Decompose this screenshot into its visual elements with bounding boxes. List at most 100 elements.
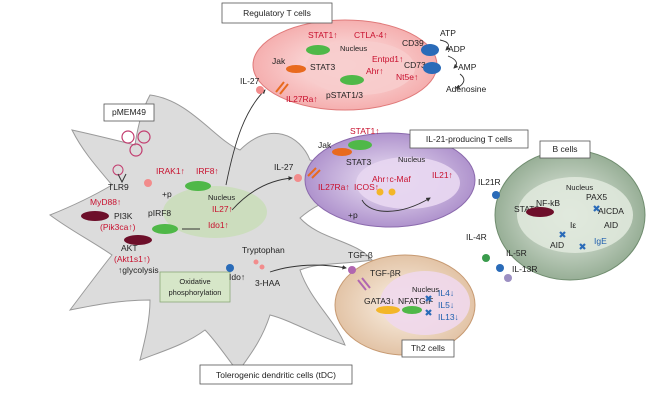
akt1s1-label: (Akt1s1↑) — [114, 254, 150, 264]
aicda-label: AICDA — [598, 206, 624, 216]
cmaf-dot — [388, 188, 396, 196]
atp-adp-arrow — [439, 39, 451, 51]
treg-ahr-label: Ahr↑ — [366, 66, 383, 76]
tfh-ahr-cmaf-label: Ahr↑c-Maf — [372, 174, 411, 184]
tgfbr-label: TGF-βR — [370, 268, 401, 278]
il21-ligand-dot — [492, 191, 500, 199]
ie-label: Iε — [570, 220, 576, 230]
inhibit-icon — [593, 205, 600, 212]
tdc-label: Tolerogenic dendritic cells (tDC) — [216, 370, 336, 380]
nfat-shape — [402, 306, 422, 314]
ido-label: Ido↑ — [229, 272, 245, 282]
il27-arrow-treg — [225, 89, 266, 186]
tfh-nucleus — [356, 157, 460, 209]
gata3-label: GATA3↓ — [364, 296, 395, 306]
irf8-label: IRF8↑ — [196, 166, 219, 176]
il4-ligand-dot — [482, 254, 490, 262]
pax5-label: PAX5 — [586, 192, 607, 202]
b-cells-label: B cells — [552, 144, 577, 154]
pik3ca-label: (Pik3ca↑) — [100, 222, 136, 232]
il5-ligand-dot — [496, 264, 504, 272]
ige-label: IgE — [594, 236, 607, 246]
il4r-label: IL-4R — [466, 232, 487, 242]
treg-nucleus — [305, 41, 415, 95]
gata3-shape — [376, 306, 400, 314]
il27-label-mid: IL-27 — [274, 162, 294, 172]
th2-nucleus — [380, 271, 470, 335]
ido-dot — [226, 264, 234, 272]
tfh-stat1-shape — [348, 140, 372, 150]
tgfb-dot — [348, 266, 356, 274]
adp-amp-arrow — [447, 55, 459, 69]
il27-arrow-tfh — [231, 176, 293, 211]
irf8-shape — [185, 181, 211, 191]
inhibit-icon — [559, 231, 566, 238]
tfh-plus-p-label: +p — [348, 210, 358, 220]
b-cells-box — [539, 140, 591, 159]
tfh-icos-label: ICOS↑ — [354, 182, 379, 192]
pi3k-label: PI3K — [114, 211, 133, 221]
treg-jak-shape — [286, 65, 306, 73]
treg-pstat-shape — [340, 75, 364, 85]
cd39-shape — [421, 44, 439, 56]
regulatory-t-label: Regulatory T cells — [243, 8, 311, 18]
oxphos-label-1: Oxidative — [179, 277, 210, 286]
oxphos-label-2: phosphorylation — [169, 288, 222, 297]
akt-shape — [124, 235, 152, 245]
plasmid-icon — [121, 130, 135, 144]
il5r-label: IL-5R — [506, 248, 527, 258]
myd88-label: MyD88↑ — [90, 197, 121, 207]
cd73-label: CD73 — [404, 60, 426, 70]
treg-nt5e-label: Nt5e↑ — [396, 72, 418, 82]
treg-entpd1-label: Entpd1↑ — [372, 54, 403, 64]
il21-t-box — [409, 129, 529, 149]
treg-receptor-icon — [275, 81, 289, 95]
nfkb-label: NF-kB — [536, 198, 560, 208]
trp-dot — [259, 264, 265, 270]
tdc-box — [199, 364, 353, 385]
treg-nucleus-label: Nucleus — [340, 44, 367, 53]
th2-cells-label: Th2 cells — [411, 343, 445, 353]
inhibit-icon — [425, 295, 432, 302]
il5-gene-label: IL5↓ — [438, 300, 454, 310]
oxphos-box — [159, 271, 231, 303]
treg-pstat-label: pSTAT1/3 — [326, 90, 363, 100]
tfh-il21-label: IL21↑ — [432, 170, 453, 180]
tfh-signal-arrow — [361, 197, 431, 212]
il13-gene-label: IL13↓ — [438, 312, 459, 322]
glycolysis-label: ↑glycolysis — [118, 265, 159, 275]
nfkb-shape — [526, 207, 554, 217]
tfh-jak-shape — [332, 148, 352, 156]
aid1-label: AID — [604, 220, 618, 230]
tfh-il27ra-label: IL27Ra↑ — [318, 182, 350, 192]
tlr9-receptor-icon — [117, 173, 127, 184]
adenosine-label: Adenosine — [446, 84, 486, 94]
irak1-dot — [144, 179, 152, 187]
pirf8-shape — [152, 224, 178, 234]
tfh-nucleus-label: Nucleus — [398, 155, 425, 164]
irak1-label: IRAK1↑ — [156, 166, 185, 176]
tdc-nucleus — [163, 186, 267, 238]
atp-label: ATP — [440, 28, 456, 38]
tgfbr-icon — [357, 277, 371, 291]
stat6-label: STAT6 — [514, 204, 539, 214]
il27-label-top: IL-27 — [240, 76, 260, 86]
tfh-receptor-icon — [307, 167, 321, 179]
dc-nucleus-label: Nucleus — [208, 193, 235, 202]
plasmid-icon — [129, 143, 143, 157]
tlr9-label: TLR9 — [108, 182, 129, 192]
regulatory-t-box — [221, 2, 333, 24]
tfh-jak-label: Jak — [318, 140, 332, 150]
th2-nucleus-label: Nucleus — [412, 285, 439, 294]
treg-jak-label: Jak — [272, 56, 286, 66]
tfh-stat3-label: STAT3 — [346, 157, 371, 167]
amp-adenosine-arrow — [455, 73, 465, 89]
adp-label: ADP — [448, 44, 466, 54]
plasmid-icon — [137, 130, 151, 144]
il21r-label: IL21R — [478, 177, 501, 187]
il13r-label: IL-13R — [512, 264, 538, 274]
nfatgif-label: NFATGIF — [398, 296, 433, 306]
inhibit-icon — [579, 243, 586, 250]
